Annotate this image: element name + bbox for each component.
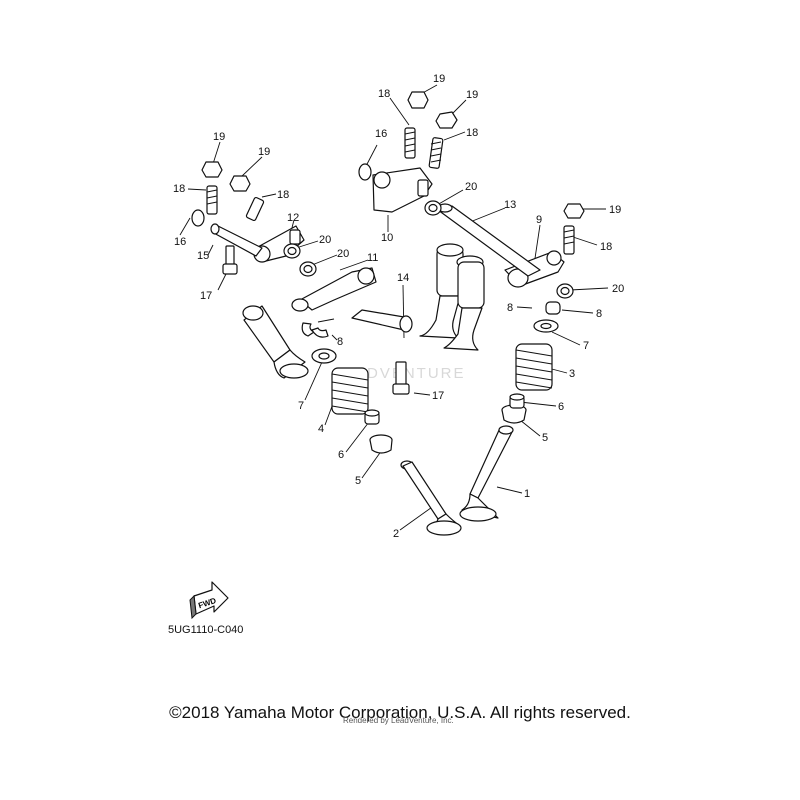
- callout-8: 8: [337, 336, 343, 348]
- nut-19: [201, 91, 585, 219]
- rocker-shaft-14: [351, 309, 413, 333]
- callout-13: 13: [504, 199, 516, 211]
- callout-10: 10: [381, 232, 393, 244]
- callout-20: 20: [465, 181, 477, 193]
- valve-spring-4: [331, 367, 369, 415]
- copyright-notice: ©2018 Yamaha Motor Corporation, U.S.A. A…: [169, 703, 631, 722]
- callout-18: 18: [378, 88, 390, 100]
- callout-7: 7: [583, 340, 589, 352]
- callout-18: 18: [173, 183, 185, 195]
- callout-labels: 1 2 3 4 5 5 6 6 7 7 8 8 8 9 10 11 12 13 …: [173, 73, 624, 540]
- valve-seal-6: [364, 393, 525, 425]
- callout-20: 20: [319, 234, 331, 246]
- callout-11: 11: [367, 252, 378, 264]
- watermark-text: ADVENTURE: [355, 365, 466, 382]
- callout-8: 8: [596, 308, 602, 320]
- render-credit: Rendered by LeadVenture, Inc.: [343, 716, 454, 725]
- fwd-arrow-icon: FWD: [189, 581, 229, 620]
- callout-8: 8: [507, 302, 513, 314]
- callout-16: 16: [174, 236, 186, 248]
- callout-17: 17: [200, 290, 212, 302]
- callout-18: 18: [277, 189, 289, 201]
- callout-18: 18: [466, 127, 478, 139]
- rocker-shaft-13: [437, 203, 541, 277]
- valve-cotter-8: [301, 301, 561, 338]
- callout-1: 1: [524, 488, 530, 500]
- callout-2: 2: [393, 528, 399, 540]
- stud-18: [206, 127, 575, 255]
- bolt-17: [222, 245, 410, 395]
- callout-17: 17: [432, 390, 444, 402]
- diagram-code: 5UG1110-C040: [168, 624, 244, 636]
- callout-6: 6: [338, 449, 344, 461]
- callout-19: 19: [258, 146, 270, 158]
- valve-2: [400, 460, 462, 536]
- washer-20: [283, 200, 574, 299]
- callout-18: 18: [600, 241, 612, 253]
- callout-16: 16: [375, 128, 387, 140]
- tappet-middle: [419, 243, 485, 351]
- callout-6: 6: [558, 401, 564, 413]
- rocker-shaft-15: [210, 223, 263, 257]
- rocker-arm-11: [291, 267, 377, 312]
- spring-seat-5: [369, 404, 527, 454]
- callout-4: 4: [318, 423, 324, 435]
- rocker-holder-10: [372, 167, 433, 213]
- callout-19: 19: [466, 89, 478, 101]
- callout-12: 12: [287, 212, 299, 224]
- valve-1: [459, 425, 514, 522]
- callout-5: 5: [542, 432, 548, 444]
- callout-19: 19: [213, 131, 225, 143]
- callout-7: 7: [298, 400, 304, 412]
- callout-5: 5: [355, 475, 361, 487]
- leader-lines: [179, 84, 609, 531]
- retainer-7: [311, 319, 559, 364]
- o-ring-16: [191, 163, 372, 227]
- callout-15: 15: [197, 250, 209, 262]
- callout-19: 19: [433, 73, 445, 85]
- callout-14: 14: [397, 272, 409, 284]
- callout-3: 3: [569, 368, 575, 380]
- callout-9: 9: [536, 214, 542, 226]
- tappet-left: [242, 305, 309, 379]
- callout-20: 20: [612, 283, 624, 295]
- valve-spring-3: [515, 343, 553, 391]
- callout-20: 20: [337, 248, 349, 260]
- callout-19: 19: [609, 204, 621, 216]
